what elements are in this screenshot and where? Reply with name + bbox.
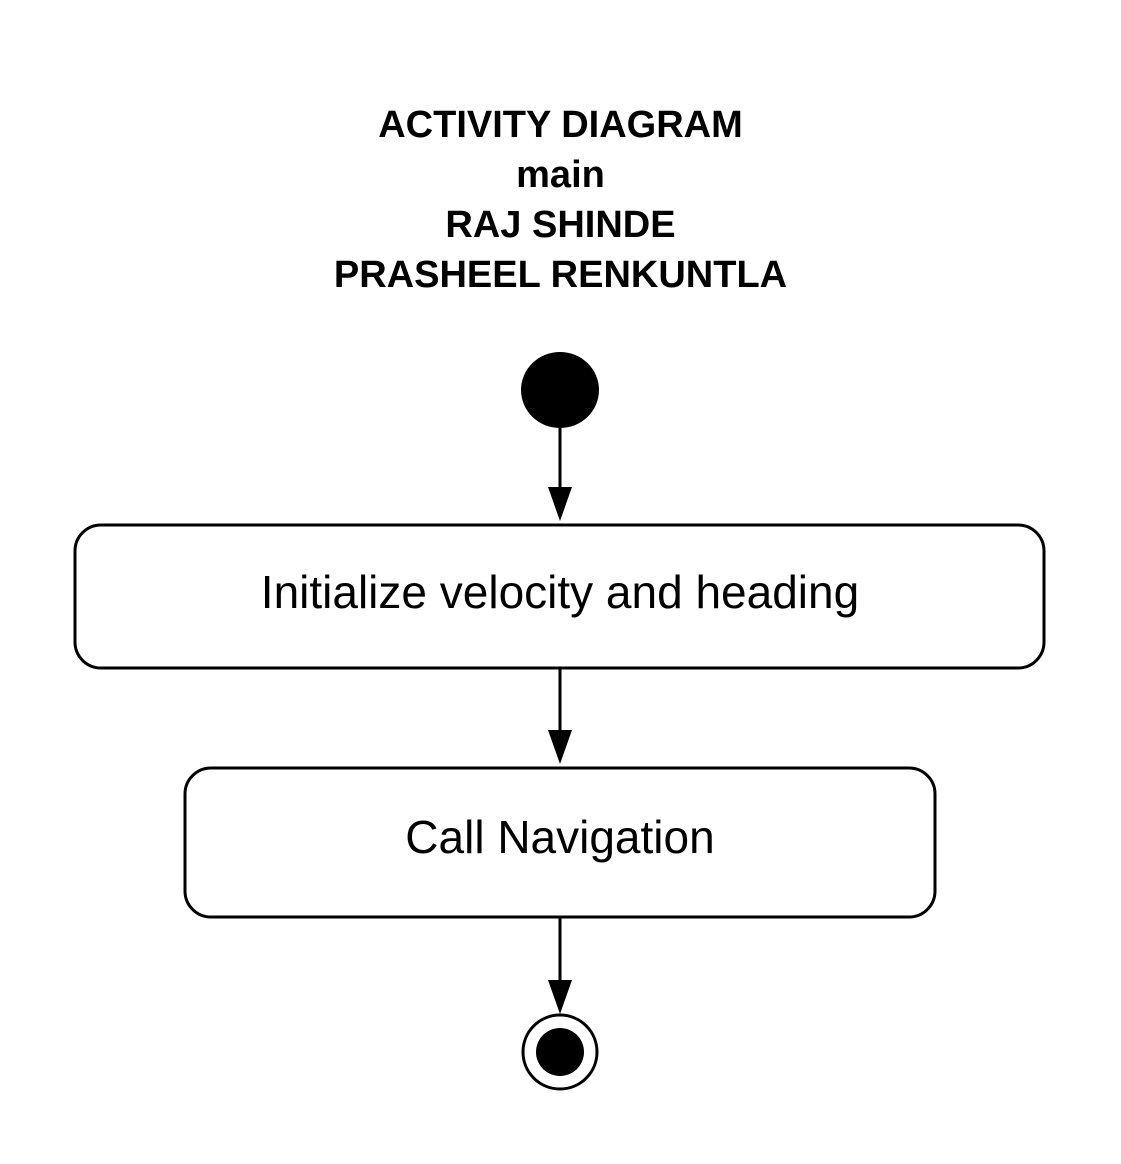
arrowhead-start-to-init — [548, 487, 572, 521]
arrowhead-nav-to-end — [548, 980, 572, 1014]
action-call-navigation-label: Call Navigation — [405, 811, 714, 863]
arrowhead-init-to-nav — [548, 730, 572, 764]
action-call-navigation: Call Navigation — [183, 766, 937, 919]
final-node-core — [536, 1028, 584, 1076]
title-line-2: main — [516, 154, 605, 196]
action-initialize-label: Initialize velocity and heading — [261, 566, 859, 618]
initial-node — [521, 352, 599, 428]
diagram-title: ACTIVITY DIAGRAM main RAJ SHINDE PRASHEE… — [0, 100, 1121, 300]
title-line-4: PRASHEEL RENKUNTLA — [333, 254, 788, 296]
action-initialize: Initialize velocity and heading — [73, 523, 1046, 670]
title-line-3: RAJ SHINDE — [445, 204, 676, 246]
title-line-1: ACTIVITY DIAGRAM — [378, 104, 743, 146]
final-node — [521, 1013, 599, 1091]
